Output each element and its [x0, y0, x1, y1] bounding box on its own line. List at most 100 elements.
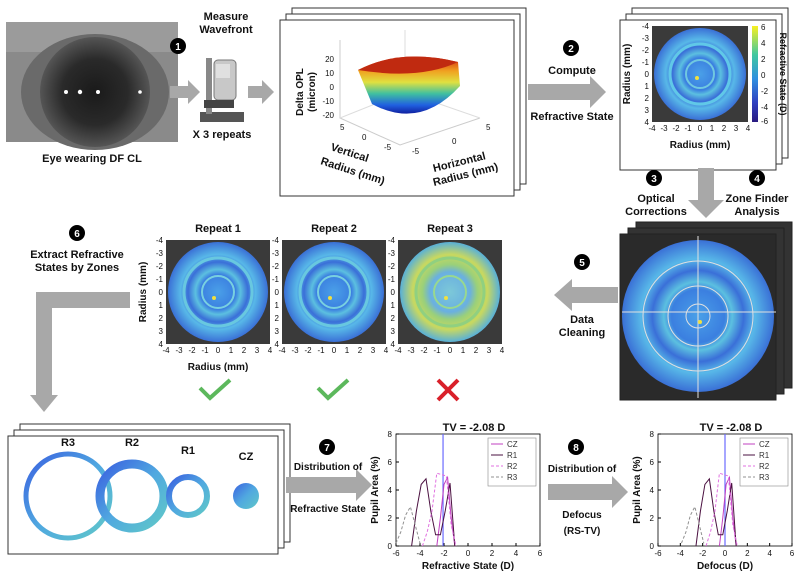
- map-y-tick: 2: [391, 314, 396, 323]
- step-5-badge: [574, 254, 590, 270]
- refractive-map-top: 6 4 2 0 -2 -4 -6 Refractive State (D) Ra…: [622, 22, 788, 151]
- step-8-number: 8: [573, 443, 579, 454]
- map-y-tick: 0: [645, 70, 650, 79]
- map-x-tick: 0: [216, 346, 221, 355]
- z-axis-label-2: (micron): [307, 72, 318, 112]
- y-tick-label: 8: [388, 430, 393, 439]
- step-1-number: 1: [175, 42, 181, 53]
- legend-label: R1: [759, 451, 770, 460]
- series-line-r1: [411, 477, 456, 547]
- map-x-tick: 1: [710, 124, 715, 133]
- map-y-tick: 4: [391, 340, 396, 349]
- repeat-1-map: Repeat 1 Radius (mm) Radius (mm) -4-3-2-…: [138, 223, 273, 401]
- repeat-1-ylabel: Radius (mm): [138, 262, 149, 323]
- map-y-tick: -3: [156, 249, 164, 258]
- y-tick-label: 6: [388, 458, 393, 467]
- map-ylabel: Radius (mm): [622, 44, 633, 105]
- map-y-tick: 1: [645, 82, 650, 91]
- dist-rs-label-2: Refractive State: [290, 504, 366, 515]
- x-tick-label: 4: [514, 549, 519, 558]
- step-6-badge: [69, 225, 85, 241]
- colorbar-tick: 0: [761, 71, 766, 80]
- rejected-x-icon: [436, 378, 460, 402]
- colorbar-tick: 6: [761, 23, 766, 32]
- vert-tick: 0: [362, 133, 367, 142]
- map-x-tick: -1: [317, 346, 325, 355]
- map-x-tick: -1: [201, 346, 209, 355]
- arrow-device-to-surface: [248, 80, 274, 104]
- map-x-tick: -4: [394, 346, 402, 355]
- colorbar-tick: -2: [761, 87, 769, 96]
- map-x-tick: 4: [268, 346, 273, 355]
- map-y-tick: -3: [388, 249, 396, 258]
- step-1-badge: [170, 38, 186, 54]
- map-y-tick: -2: [388, 262, 396, 271]
- map-y-tick: 2: [645, 94, 650, 103]
- map-y-tick: -2: [272, 262, 280, 271]
- map-x-tick: 2: [474, 346, 479, 355]
- map-x-tick: 1: [345, 346, 350, 355]
- aberrometer-device: [200, 58, 244, 122]
- step-4-badge: [749, 170, 765, 186]
- arrow-compute: [528, 76, 606, 108]
- data-cleaning-label-1: Data: [570, 314, 595, 326]
- x-tick-label: 6: [538, 549, 543, 558]
- x-tick-label: -4: [416, 549, 424, 558]
- extract-label-1: Extract Refractive: [30, 249, 124, 261]
- arrow-dist-rs: [286, 469, 372, 501]
- dist-defocus-label-2: Defocus: [562, 510, 602, 521]
- arrow-dist-defocus: [548, 476, 628, 508]
- zone-finder-label-1: Zone Finder: [726, 193, 790, 205]
- measure-label-1: Measure: [204, 11, 249, 23]
- step-4-number: 4: [754, 174, 760, 185]
- step-3-number: 3: [651, 174, 657, 185]
- repeat-3-title: Repeat 3: [427, 223, 473, 235]
- horiz-tick: -5: [412, 147, 420, 156]
- zone-label-cz: CZ: [239, 451, 254, 463]
- series-line-cz: [436, 475, 456, 547]
- x-tick-label: 2: [745, 549, 750, 558]
- eye-image: [6, 22, 178, 150]
- z-tick: 10: [325, 69, 334, 78]
- data-cleaning-label-2: Cleaning: [559, 327, 605, 339]
- zone-label-r2: R2: [125, 437, 139, 449]
- map-y-tick: 3: [645, 106, 650, 115]
- x-tick-label: -2: [699, 549, 707, 558]
- series-line-r3: [395, 505, 421, 544]
- map-x-tick: 0: [332, 346, 337, 355]
- map-y-tick: 4: [645, 118, 650, 127]
- series-line-r2: [705, 472, 738, 547]
- map-x-tick: 2: [242, 346, 247, 355]
- legend-label: R2: [507, 462, 518, 471]
- extract-label-2: States by Zones: [35, 262, 119, 274]
- accepted-check-icon: [316, 378, 350, 401]
- z-tick: -20: [322, 111, 334, 120]
- map-y-tick: -2: [156, 262, 164, 271]
- map-x-tick: 4: [746, 124, 751, 133]
- legend-label: R3: [759, 473, 770, 482]
- refractive-state-label: Refractive State: [530, 111, 613, 123]
- map-y-tick: -1: [642, 58, 650, 67]
- map-x-tick: -3: [291, 346, 299, 355]
- arrow-eye-to-device: [170, 80, 200, 104]
- measure-label-2: Wavefront: [199, 24, 253, 36]
- map-y-tick: 3: [275, 327, 280, 336]
- map-x-tick: 4: [500, 346, 505, 355]
- dist-defocus-label-1: Distribution of: [548, 464, 617, 475]
- zone-disk-cz: [233, 483, 259, 509]
- chart-ylabel: Pupil Area (%): [632, 456, 643, 523]
- y-tick-label: 4: [388, 486, 393, 495]
- y-tick-label: 2: [650, 514, 655, 523]
- legend-label: R2: [759, 462, 770, 471]
- zone-label-r3: R3: [61, 437, 75, 449]
- map-y-tick: 1: [159, 301, 164, 310]
- map-y-tick: 0: [159, 288, 164, 297]
- x-tick-label: 0: [723, 549, 728, 558]
- chart-xlabel: Refractive State (D): [422, 561, 514, 572]
- x-tick-label: 0: [466, 549, 471, 558]
